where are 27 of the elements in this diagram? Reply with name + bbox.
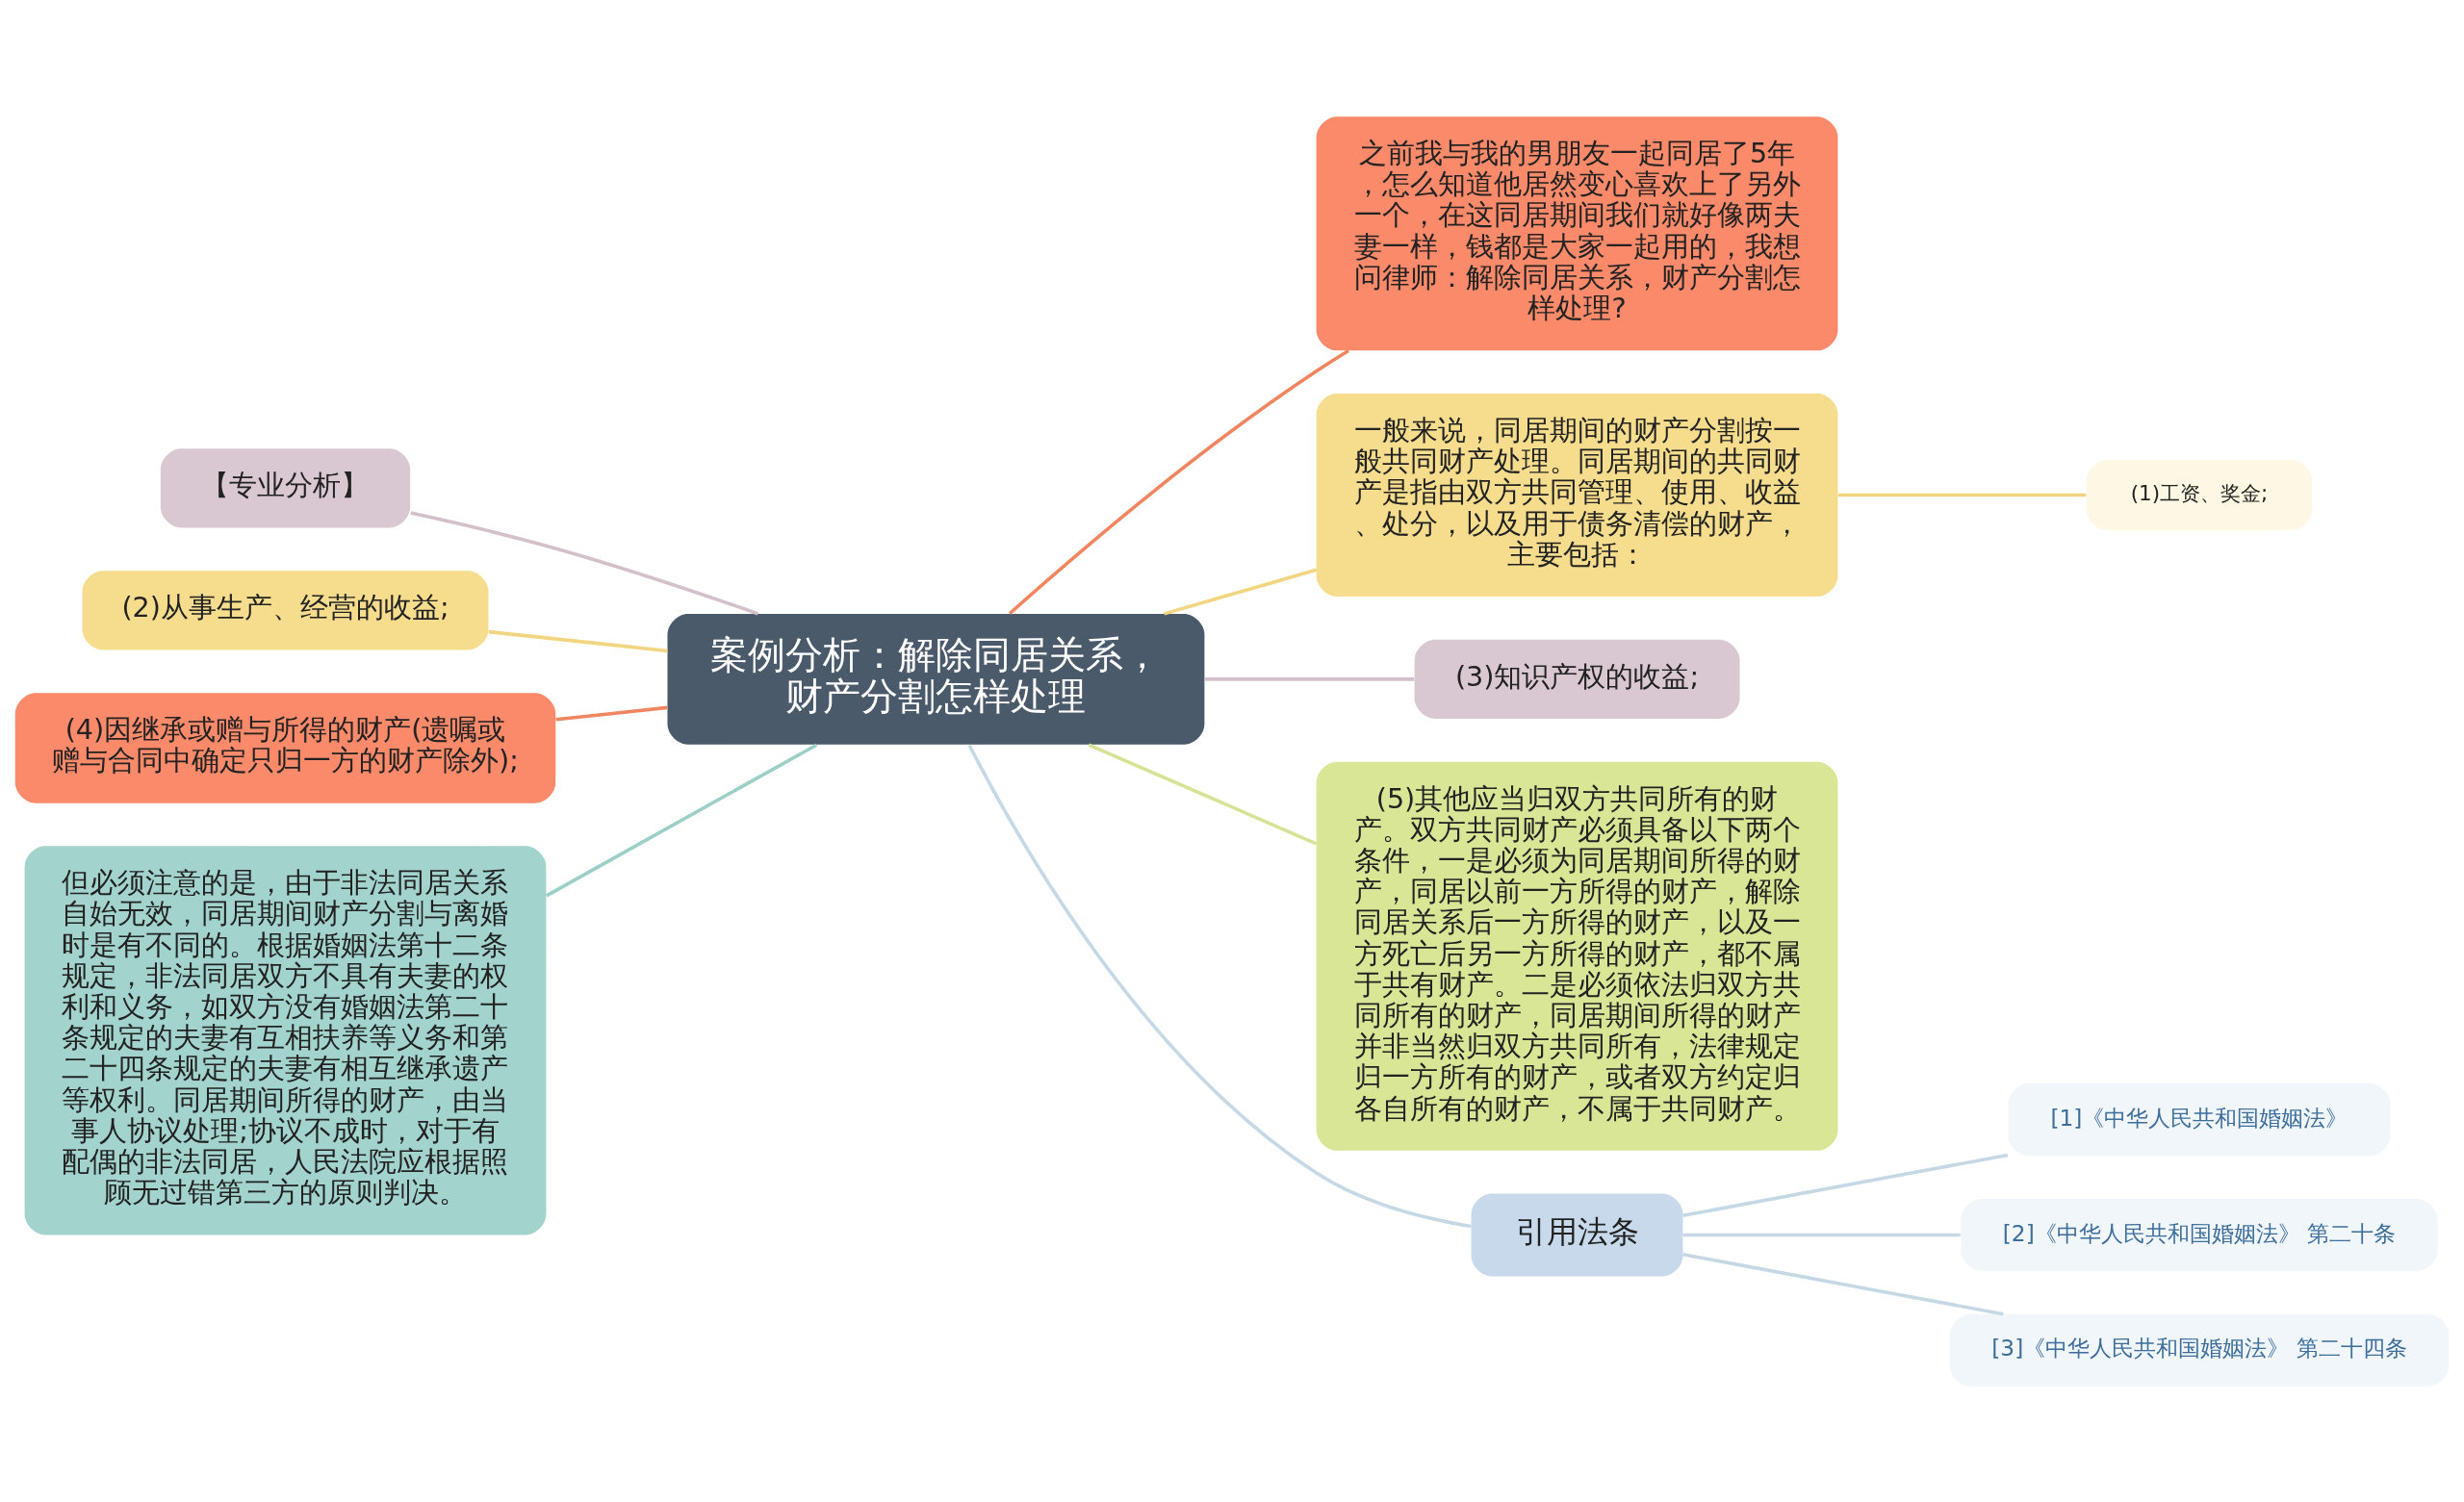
node-box: 引用法条 [1471,1193,1683,1276]
connector [1088,742,1318,845]
node-box: (1)工资、奖金; [2086,459,2313,530]
node-box: 但必须注意的是，由于非法同居关系自始无效，同居期间财产分割与离婚时是有不同的。根据婚姻法第十二条规定，非法同居双方不具有夫妻的权利和义务，如双方没有婚姻法第二十条规定的夫妻有互相扶养等义务和第二十四条规定的夫妻有相互继承遗产等权利。同居期间所得的财产，由当事人协议处理;协议不成时，对于有配偶的非法同居，人民法院应根据照顾无过错第三方的原则判决。 [24,845,547,1235]
connector [1164,568,1318,616]
node-box: [1]《中华人民共和国婚姻法》 [2008,1082,2391,1156]
node-box: 一般来说，同居期间的财产分割按一般共同财产处理。同居期间的共同财产是指由双方共同管理、使用、收益、处分，以及用于债务清偿的财产，主要包括： [1316,393,1838,597]
connector [488,629,668,652]
connector [1204,676,1415,681]
node-box: 案例分析：解除同居关系，财产分割怎样处理 [667,613,1205,745]
node-box: [2]《中华人民共和国婚姻法》 第二十条 [1961,1198,2438,1271]
connector [546,743,818,897]
connector [1682,1252,2004,1315]
connector [1682,1153,2009,1217]
node-box: 【专业分析】 [160,447,411,528]
node-box: (5)其他应当归双方共同所有的财产。双方共同财产必须具备以下两个条件，一是必须为同居期间所得的财产，同居以前一方所得的财产，解除同居关系后一方所得的财产，以及一方死亡后另一方所得的财产，都不属于共有财产。二是必须依法归双方共同所有的财产，同居期间所得的财产并非当然归双方共同所有，法律规定归一方所有的财产，或者双方约定归各自所有的财产，不属于共同财产。 [1316,761,1838,1151]
connector [1682,1233,1961,1236]
node-box: (2)从事生产、经营的收益; [82,570,489,649]
node-box: (4)因继承或赠与所得的财产(遗嘱或赠与合同中确定只归一方的财产除外); [14,692,556,803]
connector [967,744,1472,1228]
connector [555,705,668,721]
connector [410,510,758,615]
node-box: 之前我与我的男朋友一起同居了5年，怎么知道他居然变心喜欢上了另外一个，在这同居期间我们就好像两夫妻一样，钱都是大家一起用的，我想问律师：解除同居关系，财产分割怎样处理? [1316,115,1838,350]
node-box: [3]《中华人民共和国婚姻法》 第二十四条 [1949,1313,2450,1387]
connector [1837,493,2087,496]
connector [1008,348,1349,615]
node-box: (3)知识产权的收益; [1414,639,1740,719]
